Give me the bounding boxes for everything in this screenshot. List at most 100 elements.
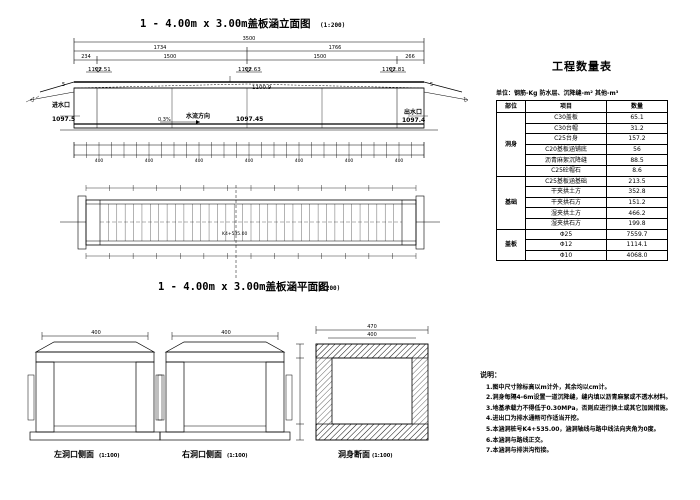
- amount-cell: 1114.1: [606, 239, 668, 251]
- item-cell: Φ25: [525, 228, 607, 241]
- list-item: 5.本涵洞桩号K4+535.00，涵洞轴线与路中线法向夹角为0度。: [486, 425, 660, 433]
- header-part: 部位: [496, 100, 526, 113]
- plan-station: K4+535.00: [222, 231, 247, 237]
- slope-label: 0.3%: [158, 117, 171, 123]
- category-cell: 盖板: [496, 228, 526, 262]
- segment-label: 400: [295, 158, 304, 164]
- item-cell: 干夹拱土方: [525, 186, 607, 198]
- elev-mid-top: 1102.63: [238, 67, 261, 73]
- right-portal-section: [157, 332, 293, 441]
- amount-cell: 88.5: [606, 154, 668, 166]
- quantity-table-title: 工程数量表: [552, 60, 612, 73]
- body-section-scale: (1:100): [372, 453, 393, 459]
- plan-view: K4+535.00 1 - 4.00m x 3.00m盖板涵平面图 (1:200…: [60, 185, 440, 293]
- list-item: 6.本涵洞与路线正交。: [486, 436, 547, 444]
- elevation-scale: (1:200): [320, 22, 345, 29]
- amount-cell: 466.2: [606, 207, 668, 219]
- plan-slab-lines: [108, 204, 394, 241]
- inlet-elevation: 1097.5: [52, 116, 75, 123]
- list-item: 4.进出口为排水通畅可作适当开挖。: [486, 415, 583, 423]
- elevation-view: 1 - 4.00m x 3.00m盖板涵立面图 (1:200) 3500 173…: [25, 17, 469, 164]
- item-cell: C30盖板: [525, 112, 607, 124]
- right-section-width: 400: [221, 330, 231, 336]
- segment-label: 400: [95, 158, 104, 164]
- mid-bottom-elevation: 1097.45: [236, 116, 263, 123]
- item-cell: Φ10: [525, 249, 607, 262]
- left-section-scale: (1:100): [99, 453, 120, 459]
- plan-scale: (1:200): [315, 285, 340, 292]
- header-item: 项目: [525, 100, 607, 113]
- right-section-title: 右洞口侧面: [181, 449, 222, 459]
- plan-title: 1 - 4.00m x 3.00m盖板涵平面图: [158, 280, 328, 293]
- notes-panel: 说明： 1.图中尺寸除标高以m计外，其余均以cm计。 2.洞身每隔4-6m设置一道…: [480, 370, 690, 457]
- elev-right-small: 5: [430, 82, 433, 88]
- body-cross-section: [296, 326, 429, 441]
- elevation-marks: [86, 67, 406, 73]
- list-item: 1.图中尺寸除标高以m计外，其余均以cm计。: [486, 383, 611, 391]
- segment-label: 400: [345, 158, 354, 164]
- amount-cell: 7559.7: [606, 228, 668, 241]
- plan-dimension-ticks: [85, 185, 417, 259]
- amount-cell: 157.2: [606, 133, 668, 145]
- dim-left-mid: 1500: [164, 54, 177, 60]
- item-cell: Φ12: [525, 239, 607, 251]
- elevation-dimension-lines: [73, 38, 425, 64]
- amount-cell: 199.8: [606, 217, 668, 230]
- segment-ticks: 400 400 400 400 400 400 400: [73, 142, 425, 164]
- dim-right-length: 1766: [329, 45, 342, 51]
- amount-cell: 213.5: [606, 175, 668, 188]
- outlet-label: 出水口: [404, 108, 422, 116]
- item-cell: C30台帽: [525, 122, 607, 135]
- item-cell: 湿夹拱石方: [525, 217, 607, 230]
- amount-cell: 56: [606, 143, 668, 156]
- item-cell: 湿夹拱土方: [525, 207, 607, 219]
- segment-label: 400: [145, 158, 154, 164]
- item-cell: C20基板涵铺底: [525, 143, 607, 156]
- plan-outline: [60, 185, 440, 280]
- item-cell: C25基板涵基础: [525, 175, 607, 188]
- category-cell: 洞身: [496, 112, 526, 177]
- inlet-label: 进水口: [52, 101, 70, 109]
- segment-label: 400: [245, 158, 254, 164]
- amount-cell: 151.2: [606, 196, 668, 209]
- notes-list: 1.图中尺寸除标高以m计外，其余均以cm计。 2.洞身每隔4-6m设置一道沉降缝，…: [480, 383, 690, 457]
- body-section-title: 洞身断面: [338, 449, 370, 459]
- item-cell: C25砼帽石: [525, 164, 607, 177]
- list-item: 2.洞身每隔4-6m设置一道沉降缝，缝内填以沥青麻絮或不透水材料。: [486, 394, 672, 402]
- right-section-scale: (1:100): [227, 453, 248, 459]
- list-item: 7.本涵洞与排洪沟衔接。: [486, 447, 553, 455]
- flow-direction-label: 水流方向: [186, 112, 210, 120]
- item-cell: C25台身: [525, 133, 607, 145]
- dim-total: 3500: [243, 36, 256, 42]
- amount-cell: 4068.0: [606, 249, 668, 262]
- dim-right-end: 266: [405, 54, 415, 60]
- amount-cell: 352.8: [606, 186, 668, 198]
- header-amount: 数量: [606, 100, 668, 113]
- left-section-width: 400: [91, 330, 101, 336]
- amount-cell: 31.2: [606, 122, 668, 135]
- notes-title: 说明：: [480, 371, 501, 379]
- amount-cell: 65.1: [606, 112, 668, 124]
- segment-label: 400: [195, 158, 204, 164]
- dim-left-end: 234: [81, 54, 91, 60]
- body-section-inner-width: 400: [367, 332, 377, 338]
- list-item: 3.地基承载力不得低于0.30MPa，否则应进行换土或其它加固措施。: [486, 404, 672, 412]
- outlet-elevation: 1097.4: [402, 117, 425, 124]
- category-cell: 基础: [496, 175, 526, 230]
- dim-right-mid: 1500: [314, 54, 327, 60]
- segment-label: 400: [395, 158, 404, 164]
- item-cell: 干夹拱石方: [525, 196, 607, 209]
- left-portal-section: [27, 332, 163, 441]
- road-elevation: 1100.9: [252, 85, 272, 91]
- dim-left-length: 1734: [154, 45, 167, 51]
- item-cell: 沥青麻絮沉降缝: [525, 154, 607, 166]
- elev-right-top: 1102.81: [382, 67, 405, 73]
- culvert-elevation-body: [25, 76, 469, 131]
